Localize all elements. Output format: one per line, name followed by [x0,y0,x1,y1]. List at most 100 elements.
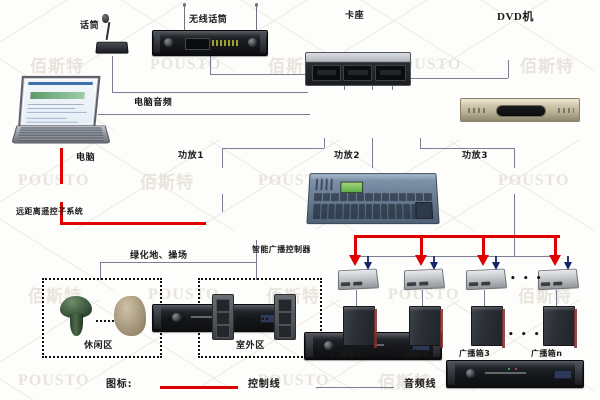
microphone-head-icon [102,14,109,23]
dvd-buttons [557,107,575,113]
wire-decoder-to-speaker-n [556,290,557,306]
wire-zone-leisure-drop [100,262,101,280]
wire-mixer-to-amp2 [372,138,373,168]
watermark-text-cn: 佰斯特 [520,57,574,77]
broadcast-speaker-2 [409,306,443,348]
cassette-bay [343,65,373,81]
rack-ear-right [260,32,266,54]
page-banner [30,92,85,100]
rack-ear-left [154,32,160,54]
wire-mixer-to-amp3 [420,148,514,149]
control-wire-subsystem-to-controller [60,222,206,225]
cassette-deck-device [305,52,411,86]
label-zone-group: 绿化地、操场 [130,251,188,261]
zone-internal-link [238,318,268,320]
power-amplifier-3-device [446,360,584,388]
audio-drop-line-n [567,256,569,264]
antenna-icon [183,3,186,30]
browser-titlebar [28,81,93,85]
watermark-text-cn: 佰斯特 [30,57,84,77]
wire-decoder-to-speaker-2 [422,290,423,306]
wire-zone-outdoor-drop [256,262,257,280]
wire-zonegroup-bus [100,262,256,263]
control-drop-2 [420,235,423,257]
wire-speaker-audio-bus [358,256,556,257]
mushroom-speaker-cap-icon [60,296,92,318]
broadcast-speaker-1 [343,306,377,348]
wire-mixer-out-3 [420,138,421,148]
rock-speaker-icon [114,296,146,336]
decoder-box [465,268,508,291]
label-dvd-player: DVD机 [497,11,534,23]
label-zone-leisure: 休闲区 [84,341,113,351]
zone-ellipsis: • • • [166,314,205,327]
label-computer-audio: 电脑音频 [134,98,173,108]
wire-wireless-right [210,74,344,75]
laptop-keyboard [17,127,105,142]
rack-knob [247,38,257,48]
decoder-box [337,268,380,291]
legend-audio-label: 音频线 [404,379,437,390]
rack-knob [164,38,174,48]
laptop-screen-content [22,79,97,124]
wire-mic-down [112,56,113,92]
label-remote-subsystem: 远距离遥控子系统 [16,207,84,216]
wire-mic-to-mixer [112,92,308,93]
label-amplifier-3: 功放3 [462,151,489,161]
audio-drop-line-1 [367,256,369,264]
control-drop-1 [354,235,357,257]
label-speaker-3: 广播箱3 [459,349,491,358]
legend-control-swatch [160,386,238,389]
mushroom-speaker-stem [70,314,83,336]
label-speaker-2: 广播箱2 [397,349,429,358]
control-drop-n [554,235,557,257]
label-zone-outdoor: 室外区 [236,341,265,351]
legend-audio-swatch [316,387,394,388]
label-computer: 电脑 [76,153,96,163]
audio-mixer-device [306,173,440,225]
decoder-box [537,268,580,291]
broadcast-speaker-n [543,306,577,348]
decoder-box [403,268,446,291]
microphone-base [95,41,129,54]
legend-control-label: 控制线 [248,379,281,390]
microphone-neck [105,21,111,41]
control-wire-computer-to-subsystem [60,148,63,184]
control-wire-subsystem-drop [60,202,63,225]
mixer-eq-row [313,193,433,201]
laptop-screen [18,75,101,126]
wire-mixer-out-1 [324,138,325,148]
column-speaker-icon [212,294,234,340]
wire-mixer-to-amp1 [222,148,324,149]
label-amplifier-1: 功放1 [178,151,205,161]
control-arrow-3-icon [477,255,489,266]
audio-drop-line-3 [495,256,497,264]
laptop-keyboard-base [11,125,111,144]
wire-dvd-left [392,78,508,79]
watermark-text-cn: 佰斯特 [140,173,194,193]
wire-amp3-out [514,194,515,256]
label-speaker-n: 广播箱n [531,349,563,358]
wire-computer-audio [98,114,310,115]
legend-title: 图标: [106,379,133,390]
wire-controller-zonegroup [256,240,257,262]
speaker-row-ellipsis: • • • [508,330,542,340]
wire-decoder-to-speaker-3 [484,290,485,306]
cassette-bay [312,65,342,81]
label-cassette-deck: 卡座 [345,11,365,21]
audio-arrow-1-icon [364,262,372,270]
wire-decoder-to-speaker-1 [356,290,357,306]
broadcast-speaker-3 [471,306,505,348]
label-wireless-microphone: 无线话筒 [189,15,228,25]
speaker-row-ellipsis: • • • [510,274,544,284]
column-speaker-icon [274,294,296,340]
mixer-knob-bank [315,178,336,191]
antenna-icon [255,3,258,30]
label-microphone: 话筒 [80,21,100,31]
desk-microphone-device [92,14,132,58]
dvd-player-device [460,98,580,122]
control-wire-bus-left [354,235,398,238]
audio-arrow-n-icon [564,262,572,270]
amp-power-knob [324,340,334,350]
